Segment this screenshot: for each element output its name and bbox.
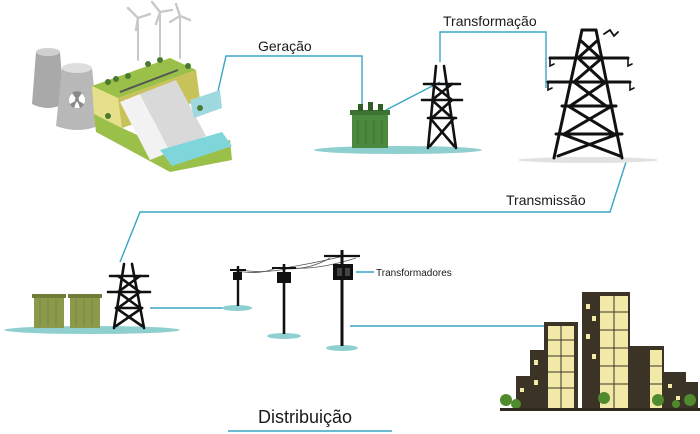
wind-turbine-icon [126, 0, 192, 61]
power-transformer-icon [350, 102, 390, 148]
label-distribution: Distribuição [258, 407, 352, 427]
label-generation: Geração [258, 38, 312, 54]
connector-lines [119, 31, 627, 432]
lattice-tower-icon [546, 28, 635, 160]
hydro-dam-icon [92, 57, 232, 172]
distribution-poles [222, 250, 360, 351]
connector-generation [215, 55, 363, 110]
transmission-tower [518, 28, 658, 163]
nuclear-plant-icon [32, 48, 98, 130]
utility-pole-icon [230, 266, 246, 306]
step-down-substation [4, 262, 180, 334]
step-up-substation [314, 64, 482, 154]
connector-transformation [439, 31, 547, 88]
lattice-tower-icon [106, 262, 152, 330]
label-transformation: Transformação [443, 13, 537, 29]
connector-transmission [119, 161, 627, 263]
label-transformers: Transformadores [376, 268, 452, 279]
label-transmission: Transmissão [506, 192, 586, 208]
power-transformer-icon [32, 294, 102, 328]
city-skyline-icon [500, 292, 700, 411]
utility-pole-icon [272, 264, 296, 334]
lattice-tower-icon [420, 64, 464, 150]
utility-pole-icon [324, 250, 360, 346]
generation-cluster [32, 0, 232, 172]
connector-to-tower-small [385, 81, 441, 111]
